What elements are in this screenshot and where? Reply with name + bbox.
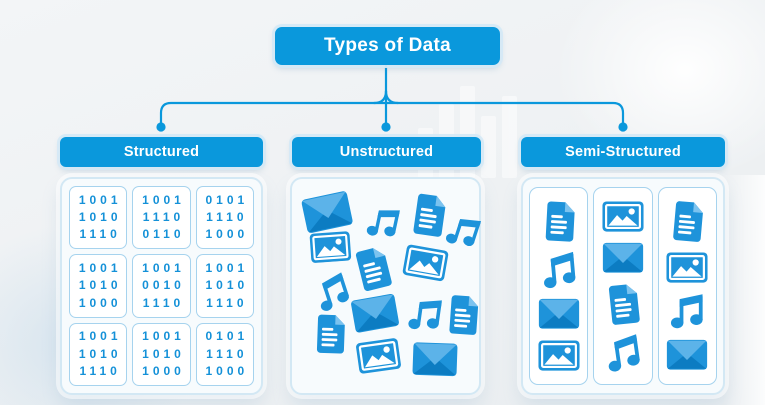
image-icon [538, 340, 580, 371]
header-semi-structured: Semi-Structured [521, 137, 725, 167]
binary-line: 1001 [142, 192, 185, 207]
binary-line: 1110 [142, 295, 185, 310]
binary-line: 1000 [205, 227, 249, 242]
music-icon [603, 333, 644, 374]
binary-line: 1001 [78, 192, 122, 207]
binary-line: 0101 [205, 192, 249, 207]
binary-line: 1110 [206, 346, 248, 361]
image-icon [602, 201, 644, 232]
binary-line: 1010 [78, 278, 122, 293]
binary-card: 1001 0010 1110 [132, 254, 191, 318]
image-icon [354, 337, 401, 374]
document-icon [409, 192, 448, 238]
binary-line: 1000 [205, 364, 249, 379]
binary-card: 1001 1010 1000 [69, 254, 128, 318]
document-icon [605, 282, 641, 326]
binary-line: 1001 [142, 260, 185, 275]
binary-card: 1001 1010 1110 [69, 186, 128, 250]
document-icon [446, 294, 480, 336]
header-unstructured: Unstructured [292, 137, 481, 167]
binary-card: 0101 1110 1000 [195, 322, 254, 386]
binary-line: 1001 [78, 329, 122, 344]
music-icon [539, 251, 578, 290]
title-box: Types of Data [275, 27, 500, 65]
binary-line: 1110 [206, 295, 248, 310]
binary-line: 1110 [142, 209, 185, 224]
binary-card: 1001 1010 1110 [195, 254, 254, 318]
panel-unstructured [290, 177, 481, 395]
document-icon [542, 200, 576, 242]
binary-line: 1010 [78, 346, 122, 361]
panel-semi-structured [521, 177, 725, 395]
semi-column-3 [657, 187, 717, 385]
envelope-icon [300, 189, 355, 234]
binary-line: 1110 [79, 364, 121, 379]
semi-column-1 [529, 187, 589, 385]
semi-column-2 [593, 187, 653, 385]
binary-line: 0010 [142, 278, 185, 293]
image-icon [309, 231, 352, 264]
envelope-icon [411, 341, 458, 377]
envelope-icon [349, 292, 400, 334]
binary-line: 1010 [205, 278, 249, 293]
document-icon [351, 245, 393, 294]
music-icon [406, 295, 445, 334]
music-icon [443, 211, 484, 252]
header-label: Semi-Structured [565, 144, 681, 160]
document-icon [314, 313, 347, 354]
binary-line: 0101 [205, 329, 249, 344]
header-structured: Structured [60, 137, 263, 167]
image-icon [666, 252, 708, 283]
page-title: Types of Data [323, 35, 452, 56]
binary-line: 1010 [78, 209, 122, 224]
branch-dot [156, 122, 166, 132]
header-label: Unstructured [339, 144, 434, 160]
header-label: Structured [123, 144, 200, 160]
music-icon [310, 270, 353, 313]
document-icon [670, 200, 705, 244]
binary-card: 1001 1010 1000 [132, 322, 191, 386]
binary-card: 1001 1010 1110 [69, 322, 128, 386]
binary-line: 0110 [142, 227, 185, 242]
branch-dot [381, 122, 391, 132]
binary-card: 0101 1110 1000 [195, 186, 254, 250]
binary-card: 1001 1110 0110 [132, 186, 191, 250]
binary-line: 1000 [78, 295, 122, 310]
music-icon [669, 293, 705, 329]
music-icon [364, 203, 402, 241]
binary-line: 1010 [142, 346, 185, 361]
envelope-icon [602, 242, 644, 274]
binary-line: 1001 [142, 329, 185, 344]
binary-line: 1110 [206, 209, 248, 224]
image-icon [401, 244, 449, 283]
envelope-icon [538, 298, 580, 330]
binary-line: 1110 [79, 227, 121, 242]
envelope-icon [666, 339, 708, 371]
background-glow [723, 175, 765, 405]
binary-line: 1001 [78, 260, 122, 275]
binary-line: 1000 [142, 364, 185, 379]
binary-line: 1001 [205, 260, 249, 275]
